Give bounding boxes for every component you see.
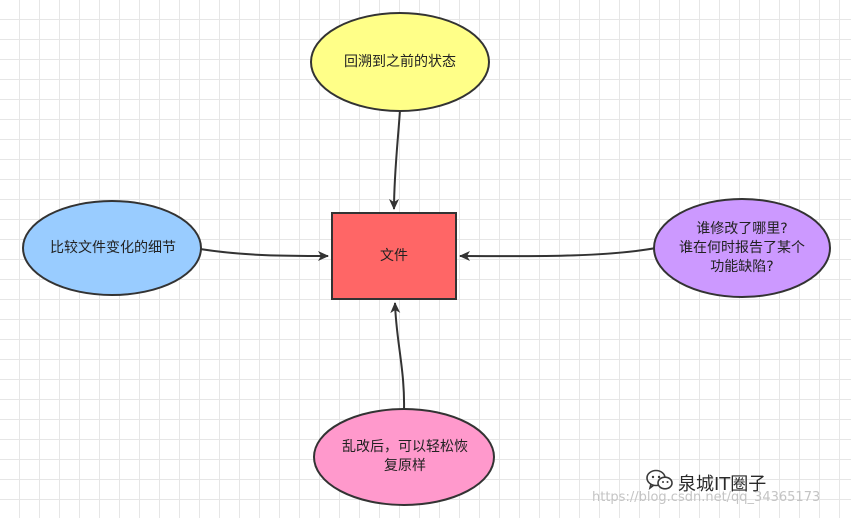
watermark-brand: 泉城IT圈子	[678, 474, 767, 495]
node-top-shape[interactable]	[310, 12, 490, 112]
watermark: 泉城IT圈子 https://blog.csdn.net/qq_34365173	[588, 462, 848, 510]
edge-bottom-to-center	[390, 302, 406, 411]
watermark-url: https://blog.csdn.net/qq_34365173	[592, 490, 821, 505]
edge-right-to-center	[459, 247, 657, 262]
edge-left-to-center	[199, 248, 329, 261]
node-bottom-shape[interactable]	[313, 408, 495, 506]
node-center-shape[interactable]	[331, 212, 457, 300]
node-right-shape[interactable]	[653, 198, 831, 298]
node-left-shape[interactable]	[22, 200, 202, 296]
wechat-logo-icon	[646, 469, 673, 490]
edge-top-to-center	[389, 109, 401, 210]
